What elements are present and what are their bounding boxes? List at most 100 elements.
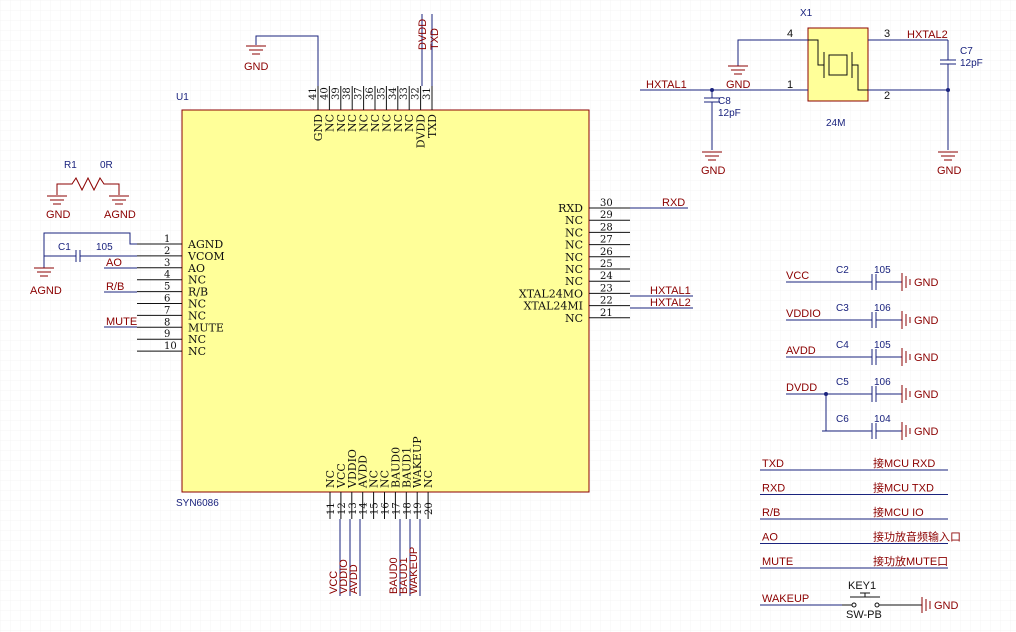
pin-label: TXD <box>426 114 439 138</box>
pin-label: NC <box>392 114 405 132</box>
r1-ref: R1 <box>64 160 77 171</box>
pin-number: 12 <box>337 502 348 515</box>
pin-label: R/B <box>188 286 208 299</box>
pin-number: 8 <box>164 317 170 328</box>
decap-net: VCC <box>786 270 809 282</box>
c1-ref: C1 <box>58 242 71 253</box>
pin-number: 34 <box>388 87 399 100</box>
pin-number: 38 <box>342 87 353 100</box>
pin-number: 11 <box>326 502 337 515</box>
capacitor-c1: AGND C1 105 <box>30 232 137 297</box>
hxtal1-x1-label: HXTAL1 <box>646 79 687 91</box>
resistor-r1: R1 0R GND AGND <box>46 160 136 221</box>
pin-label: NC <box>565 312 583 325</box>
connection-net: TXD <box>762 458 784 470</box>
pin-label: NC <box>335 114 348 132</box>
c7-ref: C7 <box>960 46 973 57</box>
decap-gnd: GND <box>914 389 939 401</box>
decap-value: 104 <box>874 414 891 425</box>
decap-gnd: GND <box>914 277 939 289</box>
pin-number: 33 <box>399 87 410 100</box>
pin-number: 18 <box>402 502 413 515</box>
pin-label: NC <box>188 274 206 287</box>
decap-value: 105 <box>874 340 891 351</box>
baud1-bottom-label: BAUD1 <box>398 557 410 594</box>
pin-label: NC <box>403 114 416 132</box>
pin-label: NC <box>188 309 206 322</box>
r1-value: 0R <box>100 160 113 171</box>
baud0-bottom-label: BAUD0 <box>388 557 400 594</box>
pin-label: AGND <box>187 238 223 251</box>
decap-ref: C3 <box>836 303 849 314</box>
pin-number: 22 <box>600 296 613 307</box>
c1-agnd: AGND <box>30 285 62 297</box>
pin-number: 41 <box>308 87 319 100</box>
c7-value: 12pF <box>960 58 983 69</box>
connection-row: AO 接功放音频输入口 <box>760 530 961 544</box>
x1-ref: X1 <box>800 8 813 19</box>
c8-value: 12pF <box>718 108 741 119</box>
pin-number: 10 <box>164 341 177 352</box>
pin-number: 28 <box>600 222 613 233</box>
pin-number: 17 <box>391 502 402 515</box>
decap-ref: C2 <box>836 265 849 276</box>
pin-label: RXD <box>558 202 583 215</box>
pin-number: 23 <box>600 283 613 294</box>
pin-number: 14 <box>359 502 370 515</box>
pin-label: VCOM <box>187 250 225 263</box>
pin-number: 26 <box>600 247 613 258</box>
chip-designator: U1 <box>176 92 189 103</box>
pin-number: 32 <box>411 87 422 100</box>
pin-label: NC <box>324 470 337 488</box>
connection-desc: 接功放MUTE口 <box>873 554 948 568</box>
pin-number: 31 <box>422 87 433 100</box>
pin-label: NC <box>358 114 371 132</box>
pin-label: VCC <box>335 463 348 489</box>
bottom-net-labels: VCC VDDIO AVDD BAUD0 BAUD1 WAKEUP <box>328 519 421 596</box>
pin-number: 21 <box>600 308 613 319</box>
pin-number: 5 <box>164 282 170 293</box>
pin-label: NC <box>565 239 583 252</box>
x1-gnd: GND <box>726 79 751 91</box>
pin-number: 9 <box>164 329 170 340</box>
decap-net: VDDIO <box>786 308 821 320</box>
connection-net: R/B <box>762 507 780 519</box>
pin-number: 6 <box>164 294 170 305</box>
x1-pin1: 1 <box>787 79 793 91</box>
connection-net: AO <box>762 532 778 544</box>
decap-value: 105 <box>874 265 891 276</box>
rxd-right-label: RXD <box>662 197 685 209</box>
pin-label: MUTE <box>188 321 224 334</box>
wakeup-gnd: GND <box>934 600 959 612</box>
connection-desc: 接MCU TXD <box>873 482 934 495</box>
pin-label: NC <box>565 251 583 264</box>
wakeup-switch-label: WAKEUP <box>762 593 809 605</box>
decap-gnd: GND <box>914 426 939 438</box>
pin-number: 13 <box>348 502 359 515</box>
connection-desc: 接MCU IO <box>873 506 924 519</box>
pin-number: 20 <box>424 502 435 515</box>
vddio-bottom-label: VDDIO <box>338 559 350 594</box>
pin-label: NC <box>346 114 359 132</box>
pin-label: NC <box>565 214 583 227</box>
pin-number: 7 <box>164 305 170 316</box>
wakeup-switch: WAKEUP KEY1 GND SW-PB <box>760 580 959 621</box>
pin-number: 39 <box>331 87 342 100</box>
pin-label: GND <box>312 114 325 141</box>
pin-number: 1 <box>164 234 170 245</box>
connection-desc: 接功放音频输入口 <box>873 530 961 544</box>
pin-number: 30 <box>600 198 613 209</box>
pin-number: 16 <box>381 502 392 515</box>
decap-value: 106 <box>874 377 891 388</box>
pin-label: XTAL24MO <box>519 287 583 300</box>
decap-net: AVDD <box>786 345 816 357</box>
hxtal2-right-label: HXTAL2 <box>650 297 691 309</box>
pin-number: 35 <box>376 87 387 100</box>
pin-label: NC <box>368 470 381 488</box>
